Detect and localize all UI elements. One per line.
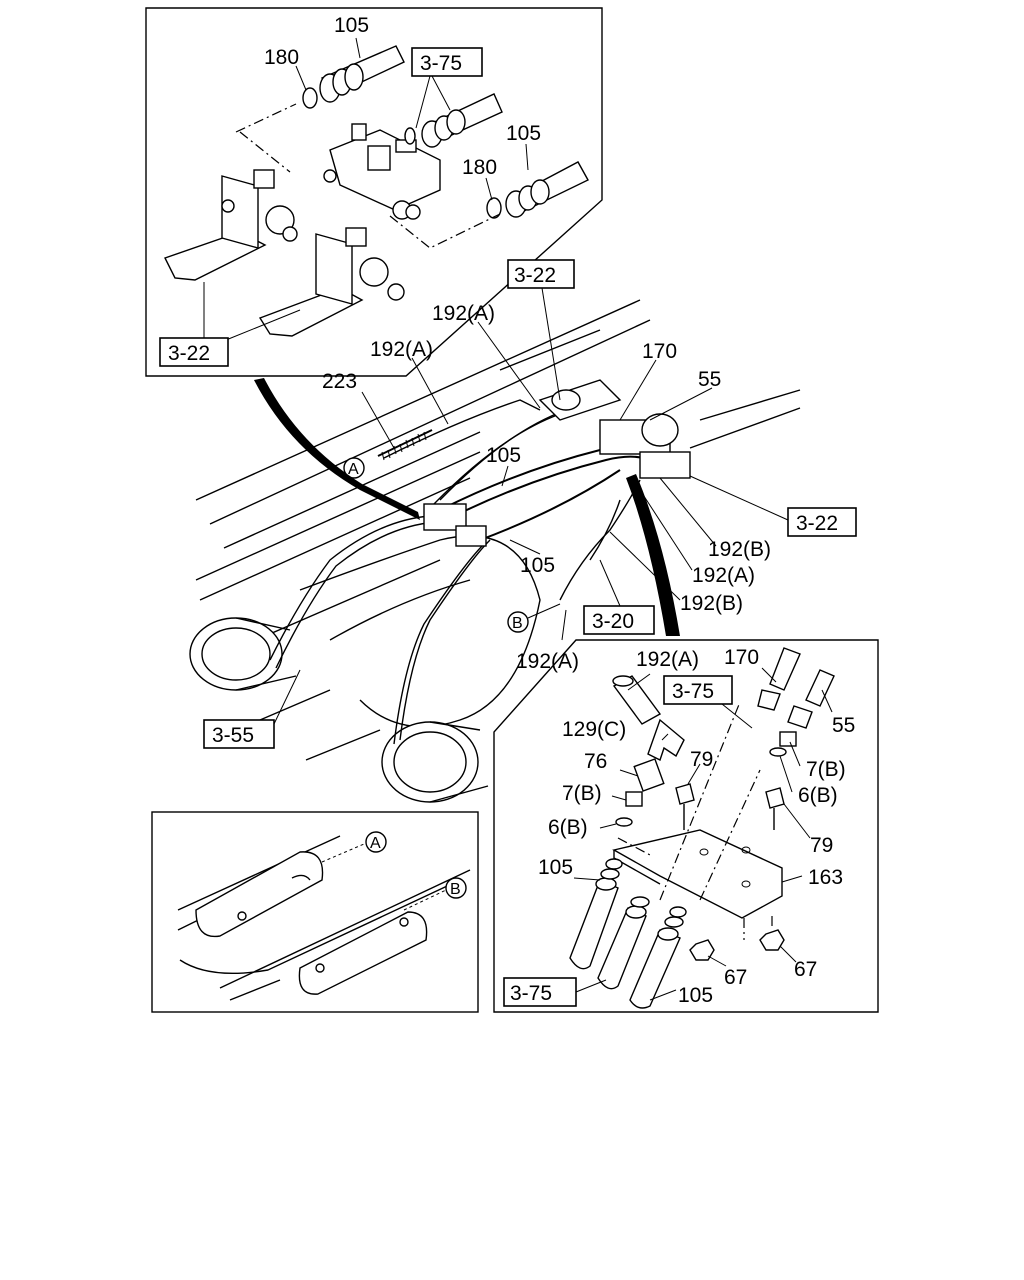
label-180-top: 180 — [264, 46, 299, 69]
label-192b-2: 192(B) — [680, 592, 743, 615]
label-ref-3-75-topinset: 3-75 — [420, 52, 462, 75]
clip-a — [195, 851, 324, 938]
brake-drum-right — [381, 721, 489, 803]
pointer-arrow-left — [254, 378, 420, 520]
left-inset-panel: A B — [151, 811, 479, 1013]
nut-67-right — [759, 929, 785, 951]
marker-a-inset: A — [365, 831, 387, 853]
label-180-topright: 180 — [462, 156, 497, 179]
label-76: 76 — [584, 750, 607, 773]
label-163: 163 — [808, 866, 843, 889]
ref-box-3-75-topinset — [411, 47, 483, 77]
label-6b-right: 6(B) — [798, 784, 838, 807]
label-ref-3-75-inset-bottom: 3-75 — [510, 982, 552, 1005]
washer-6b-right — [769, 747, 787, 757]
washer-6b-left — [615, 817, 633, 827]
label-6b-left: 6(B) — [548, 816, 588, 839]
label-105-top: 105 — [334, 14, 369, 37]
label-55-inset: 55 — [832, 714, 855, 737]
label-129c: 129(C) — [562, 718, 626, 741]
label-7b-right: 7(B) — [806, 758, 846, 781]
label-67-b: 67 — [794, 958, 817, 981]
junction-block — [538, 379, 691, 479]
connector-76 — [633, 758, 665, 792]
ref-box-3-20 — [583, 605, 655, 635]
label-67-a: 67 — [724, 966, 747, 989]
label-ref-3-20: 3-20 — [592, 610, 634, 633]
label-105-topright: 105 — [506, 122, 541, 145]
label-ref-3-22-topinset: 3-22 — [168, 342, 210, 365]
hose-105-a — [569, 858, 623, 970]
label-ref-3-22-main: 3-22 — [514, 264, 556, 287]
label-ref-3-55: 3-55 — [212, 724, 254, 747]
hose-105-middle — [421, 93, 503, 148]
bolt-79-left — [675, 783, 695, 830]
hose-170 — [757, 647, 801, 711]
hose-55 — [787, 669, 835, 729]
top-inset-panel — [145, 7, 603, 377]
label-223: 223 — [322, 370, 357, 393]
label-105-inset-a: 105 — [538, 856, 573, 879]
label-192b-1: 192(B) — [708, 538, 771, 561]
label-170-inset: 170 — [724, 646, 759, 669]
label-170-main: 170 — [642, 340, 677, 363]
ref-box-3-22-topinset — [159, 337, 229, 367]
nut-67-left — [689, 939, 715, 961]
tee-fitting-left — [423, 503, 487, 547]
ref-box-3-55 — [203, 719, 275, 749]
main-view: A B — [189, 259, 857, 803]
label-79-a: 79 — [690, 748, 713, 771]
right-inset-panel — [493, 639, 879, 1013]
ref-box-3-22-right — [787, 507, 857, 537]
valve-assembly-left — [164, 169, 298, 281]
brake-drum-left — [189, 617, 297, 691]
label-105-main-1: 105 — [486, 444, 521, 467]
pipe-192a — [612, 675, 662, 725]
label-ref-3-75-inset-top: 3-75 — [672, 680, 714, 703]
label-192a-2: 192(A) — [370, 338, 433, 361]
hose-105-right — [505, 161, 589, 218]
hose-105-top — [319, 45, 405, 103]
ref-box-3-22-top — [507, 259, 575, 289]
marker-b-main: B — [507, 611, 529, 633]
valve-assembly-middle — [258, 227, 405, 337]
bolt-79-right — [765, 787, 785, 830]
marker-b-label: B — [512, 615, 523, 632]
flex-hose-223 — [377, 429, 433, 461]
nut-7b-left — [625, 791, 643, 807]
o-ring-180-a — [302, 87, 318, 109]
hose-105-c — [629, 906, 687, 1009]
elbow-129c — [647, 718, 685, 761]
marker-b-inset-label: B — [450, 881, 461, 898]
label-105-inset-b: 105 — [678, 984, 713, 1007]
label-192a-4: 192(A) — [516, 650, 579, 673]
label-7b-left: 7(B) — [562, 782, 602, 805]
ref-box-3-75-top — [663, 675, 733, 705]
label-55-main: 55 — [698, 368, 721, 391]
bracket-163 — [612, 829, 783, 919]
marker-a-inset-label: A — [370, 835, 381, 852]
marker-a-label: A — [348, 461, 359, 478]
label-79-b: 79 — [810, 834, 833, 857]
marker-a-main: A — [343, 457, 365, 479]
nut-7b-right — [779, 731, 797, 747]
pointer-arrow-right — [626, 474, 680, 636]
o-ring-180-b — [486, 197, 502, 219]
o-ring-small — [404, 127, 416, 145]
clip-b — [298, 911, 428, 995]
marker-b-inset: B — [445, 877, 467, 899]
label-192a-inset: 192(A) — [636, 648, 699, 671]
label-192a-3: 192(A) — [692, 564, 755, 587]
label-ref-3-22-right: 3-22 — [796, 512, 838, 535]
label-105-main-2: 105 — [520, 554, 555, 577]
label-192a-1: 192(A) — [432, 302, 495, 325]
valve-assembly-upper — [323, 123, 441, 220]
